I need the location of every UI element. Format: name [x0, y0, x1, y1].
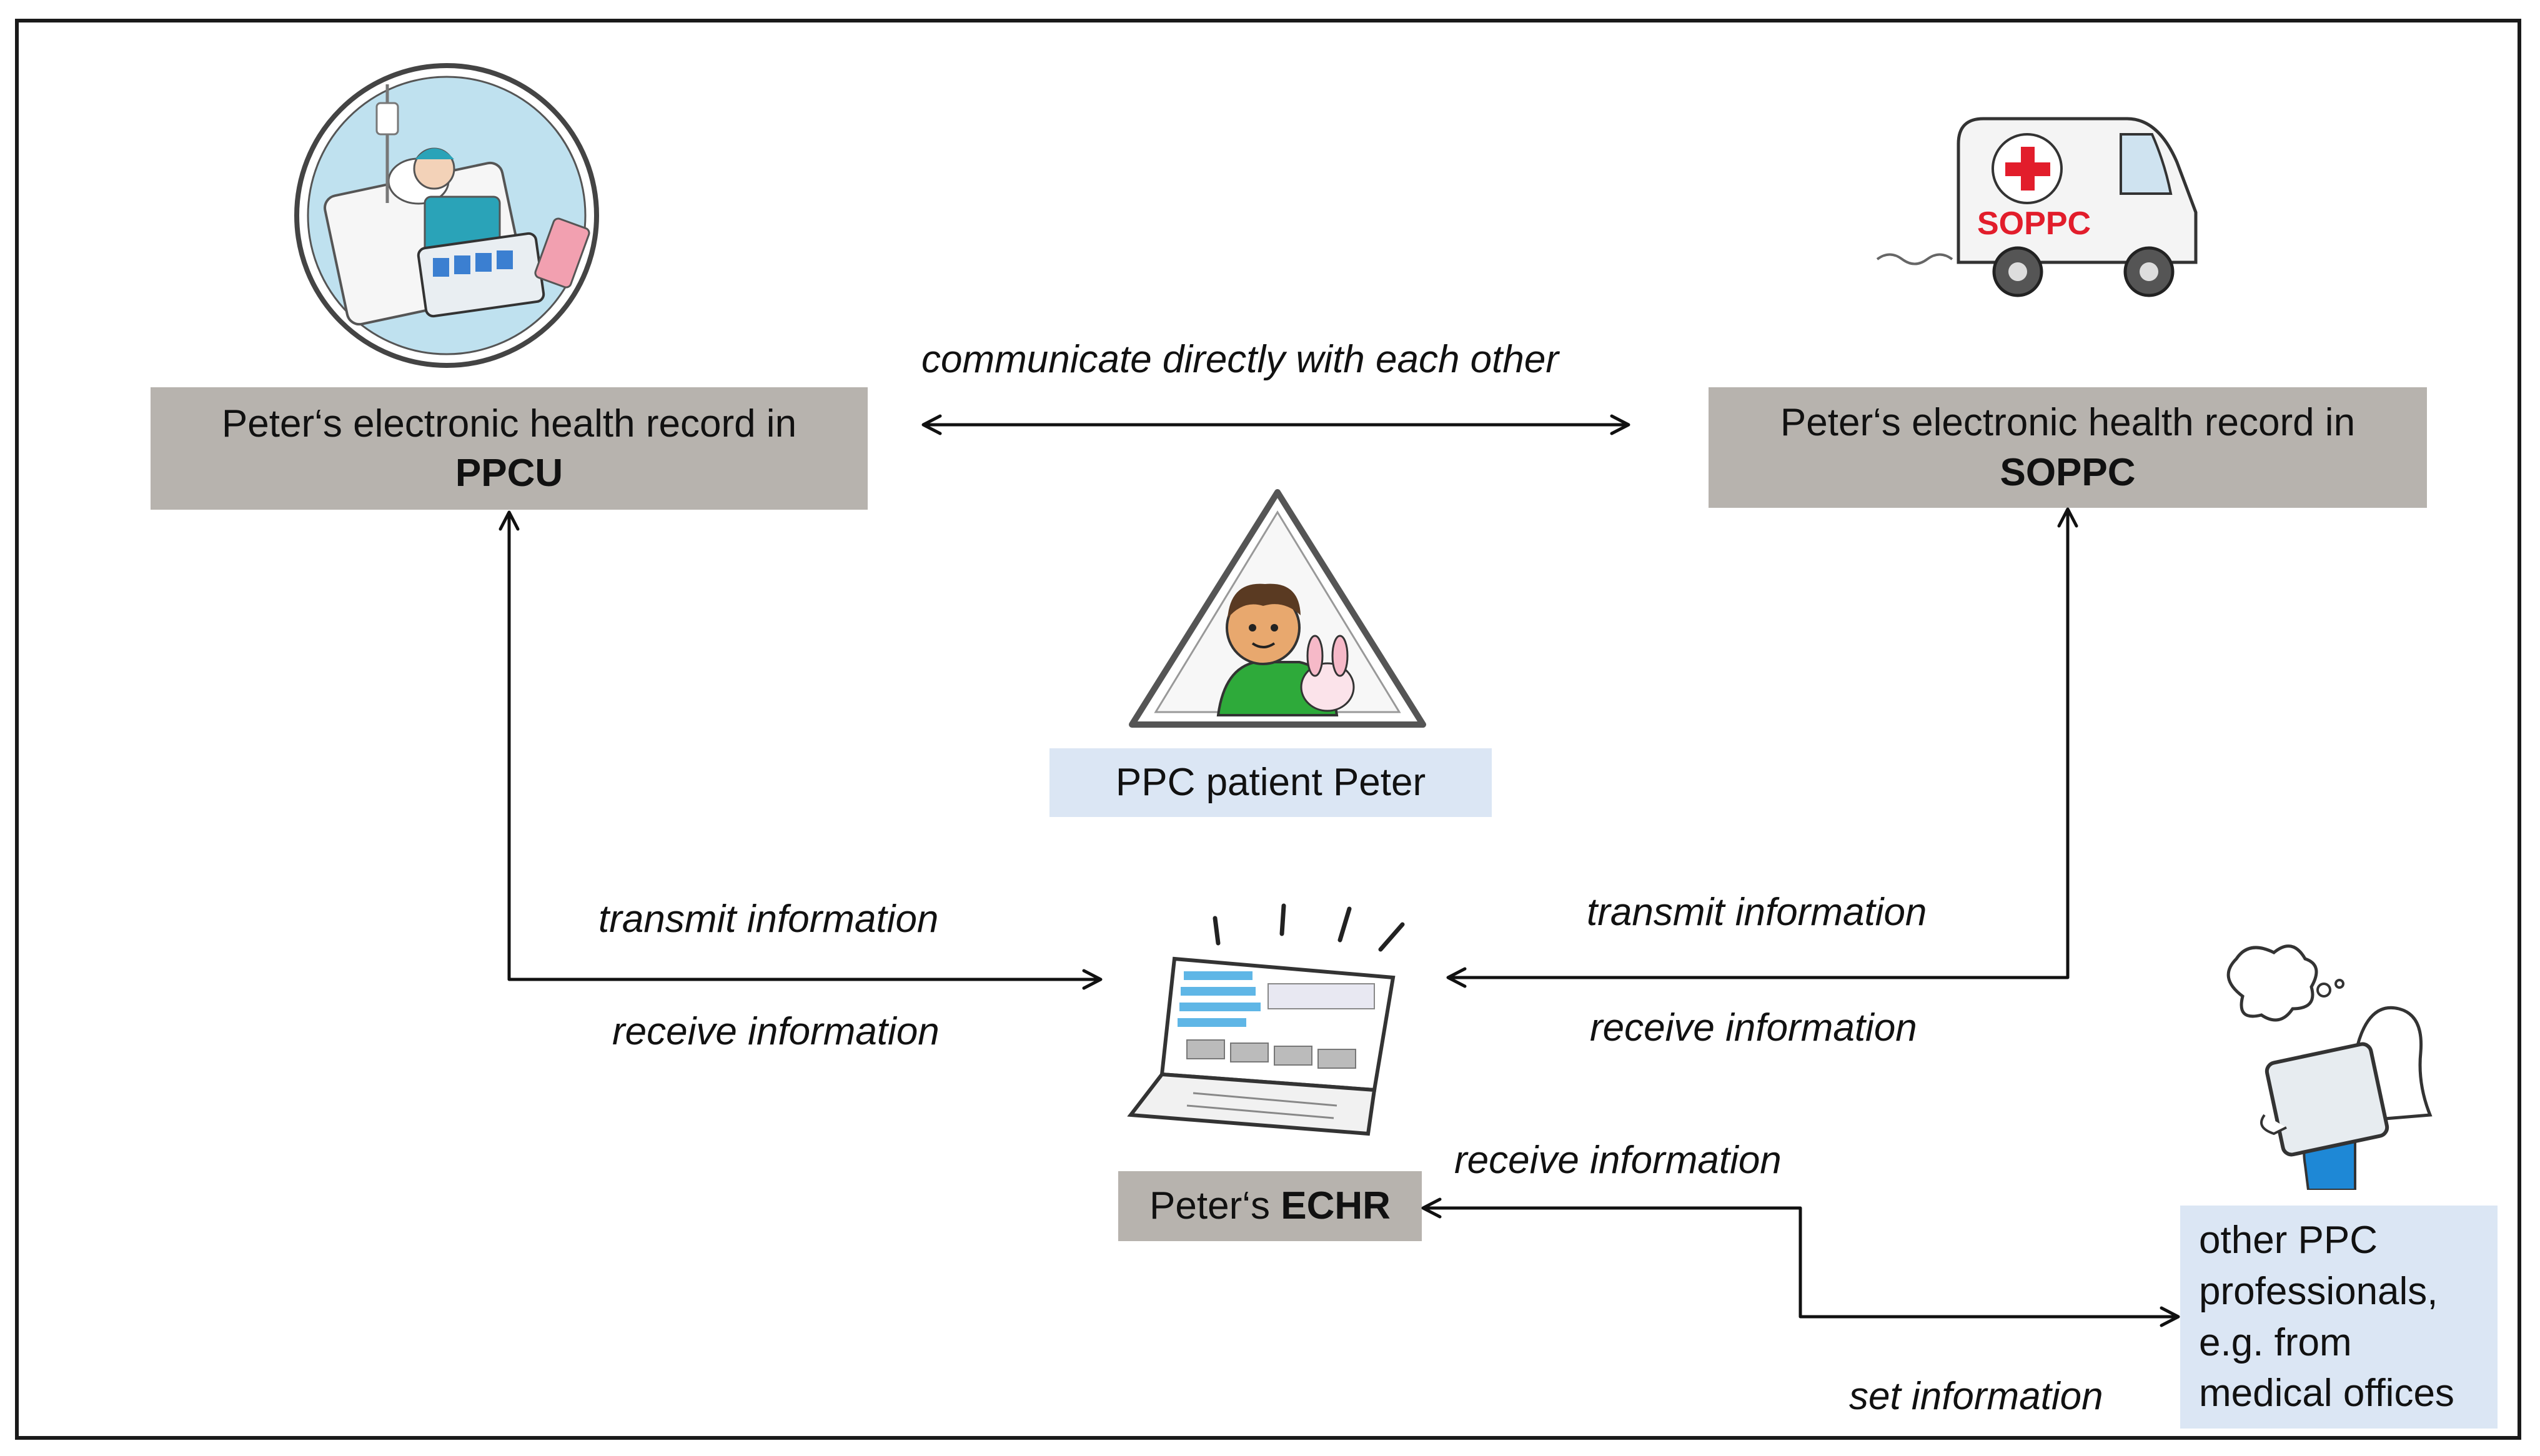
edge-label-communicate: communicate directly with each other: [921, 338, 1559, 381]
professionals-line2: professionals,: [2199, 1269, 2438, 1313]
professional-with-tablet-icon: [2226, 944, 2433, 1190]
edge-label-ppcu-transmit: transmit information: [598, 898, 939, 941]
ambulance-icon: SOPPC: [1876, 117, 2198, 297]
patient-label: PPC patient Peter: [1115, 761, 1426, 805]
professionals-node: other PPC professionals, e.g. from medic…: [2180, 1206, 2498, 1429]
edge-label-prof-receive: receive information: [1454, 1139, 1782, 1182]
echr-node: Peter‘s ECHR: [1118, 1171, 1422, 1241]
echr-bold: ECHR: [1281, 1184, 1391, 1228]
soppc-record-node: Peter‘s electronic health record in SOPP…: [1709, 387, 2427, 508]
ppcu-record-node: Peter‘s electronic health record in PPCU: [151, 387, 868, 510]
edge-soppc-echr: [1447, 508, 2070, 979]
echr-prefix: Peter‘s: [1149, 1184, 1281, 1228]
edge-label-soppc-receive: receive information: [1590, 1006, 1917, 1049]
ppcu-record-line1: Peter‘s electronic health record in: [221, 402, 797, 445]
laptop-icon: [1127, 903, 1405, 1136]
soppc-record-line1: Peter‘s electronic health record in: [1780, 401, 2356, 445]
diagram-frame: [15, 19, 2521, 1440]
ppcu-record-line2: PPCU: [455, 452, 563, 495]
edge-prof-echr: [1422, 1206, 2179, 1319]
edge-label-soppc-transmit: transmit information: [1587, 891, 1927, 934]
professionals-line1: other PPC: [2199, 1218, 2378, 1262]
soppc-record-line2: SOPPC: [2000, 450, 2136, 494]
edge-ppcu-echr: [507, 512, 1101, 981]
hospital-bed-icon: [294, 63, 599, 368]
professionals-line4: medical offices: [2199, 1372, 2454, 1415]
patient-node: PPC patient Peter: [1049, 748, 1492, 817]
child-patient-icon: [1129, 489, 1426, 728]
edge-label-prof-set: set information: [1849, 1375, 2103, 1418]
professionals-line3: e.g. from: [2199, 1320, 2352, 1364]
edge-label-ppcu-receive: receive information: [612, 1010, 940, 1053]
ambulance-text: SOPPC: [1977, 206, 2091, 242]
